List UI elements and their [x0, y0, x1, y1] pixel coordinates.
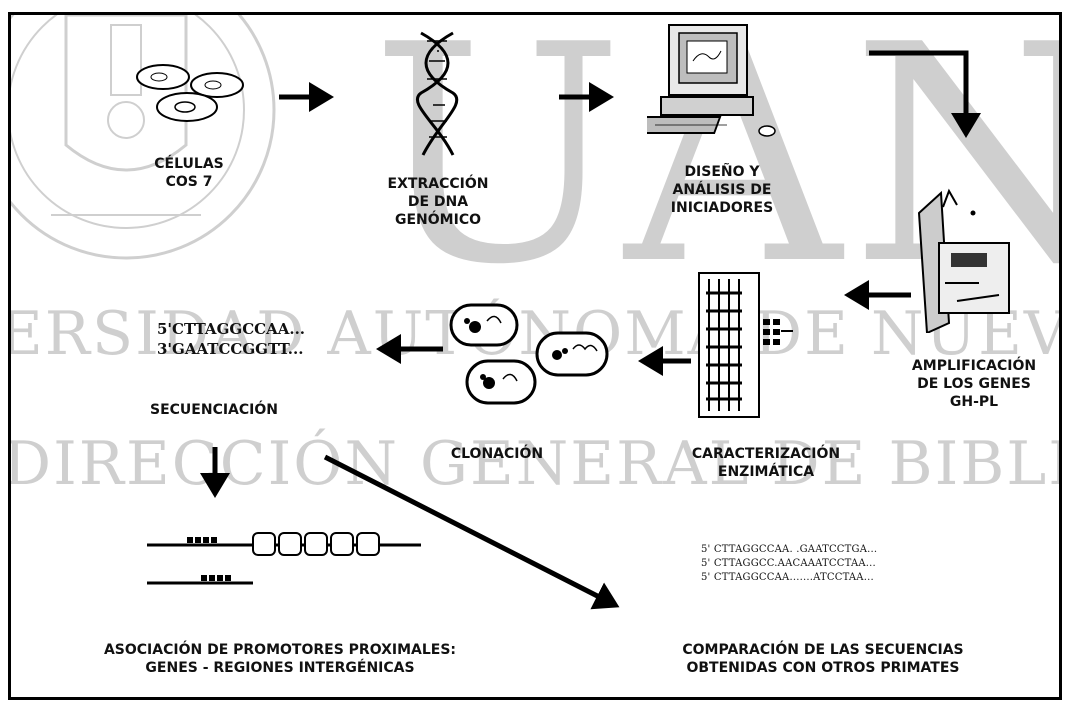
- label-sequence-comparison: COMPARACIÓN DE LAS SECUENCIAS OBTENIDAS …: [682, 642, 964, 676]
- label-enzymatic: CARACTERIZACIÓN ENZIMÁTICA: [691, 446, 841, 480]
- thermocycler-icon: [917, 188, 1010, 333]
- watermark-university-name: ERSIDAD AUTÓNOMA DE NUEVO LEÓN: [8, 299, 1059, 369]
- watermark-library-name: DIRECCIÓN GENERAL DE BIBLIOTECAS: [8, 429, 1062, 499]
- university-seal-watermark: [11, 15, 276, 260]
- label-sequencing: SECUENCIACIÓN: [150, 402, 278, 418]
- computer-icon: [647, 24, 776, 137]
- cells-icon: [136, 64, 244, 122]
- label-dna-extraction: EXTRACCIÓN DE DNA GENÓMICO: [387, 176, 489, 228]
- sequence-alignment: 5' CTTAGGCCAA. .GAATCCTGA... 5' CTTAGGCC…: [701, 544, 878, 583]
- gene-promoter-map-icon: [147, 532, 421, 585]
- label-cloning: CLONACIÓN: [450, 446, 544, 462]
- gel-electrophoresis-icon: [698, 272, 793, 418]
- arrow-sequencing-to-comparison: [323, 454, 620, 610]
- label-primer-design: DISEÑO Y ANÁLISIS DE INICIADORES: [670, 164, 774, 216]
- flow-arrows: [200, 50, 981, 610]
- label-cells: CÉLULAS COS 7: [154, 156, 224, 190]
- sequence-text: 5'CTTAGGCCAA... 3'GAATCCGGTT...: [157, 320, 306, 358]
- diagram-frame: UANL ERSIDAD AUTÓNOMA DE NUEVO LEÓN DIRE…: [8, 12, 1062, 700]
- cloning-plates-icon: [449, 303, 609, 405]
- dna-helix-icon: [415, 31, 459, 156]
- arrow-design-to-amplification: [869, 50, 981, 138]
- label-promoter-association: ASOCIACIÓN DE PROMOTORES PROXIMALES: GEN…: [103, 642, 457, 676]
- label-amplification: AMPLIFICACIÓN DE LOS GENES GH-PL: [911, 358, 1037, 410]
